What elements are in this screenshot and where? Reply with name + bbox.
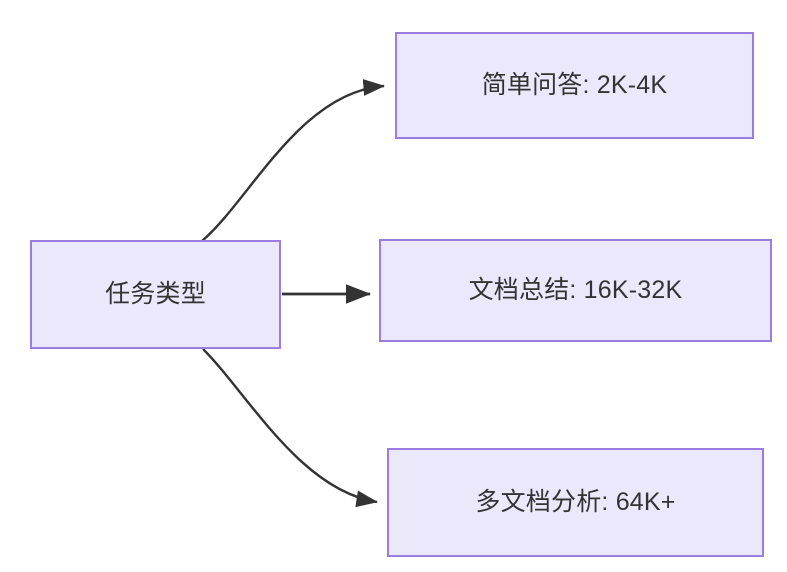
node-task-type[interactable]: 任务类型 — [30, 240, 281, 349]
node-simple-qa-label: 简单问答: 2K-4K — [481, 71, 668, 99]
node-task-type-label: 任务类型 — [105, 280, 206, 308]
node-multi-doc[interactable]: 多文档分析: 64K+ — [387, 448, 764, 557]
node-multi-doc-label: 多文档分析: 64K+ — [475, 488, 676, 516]
node-doc-summary[interactable]: 文档总结: 16K-32K — [379, 239, 772, 342]
edge-source-simple-qa — [201, 79, 385, 242]
node-doc-summary-label: 文档总结: 16K-32K — [468, 276, 683, 304]
node-simple-qa[interactable]: 简单问答: 2K-4K — [395, 32, 754, 139]
edge-source-multi-doc — [202, 348, 378, 508]
